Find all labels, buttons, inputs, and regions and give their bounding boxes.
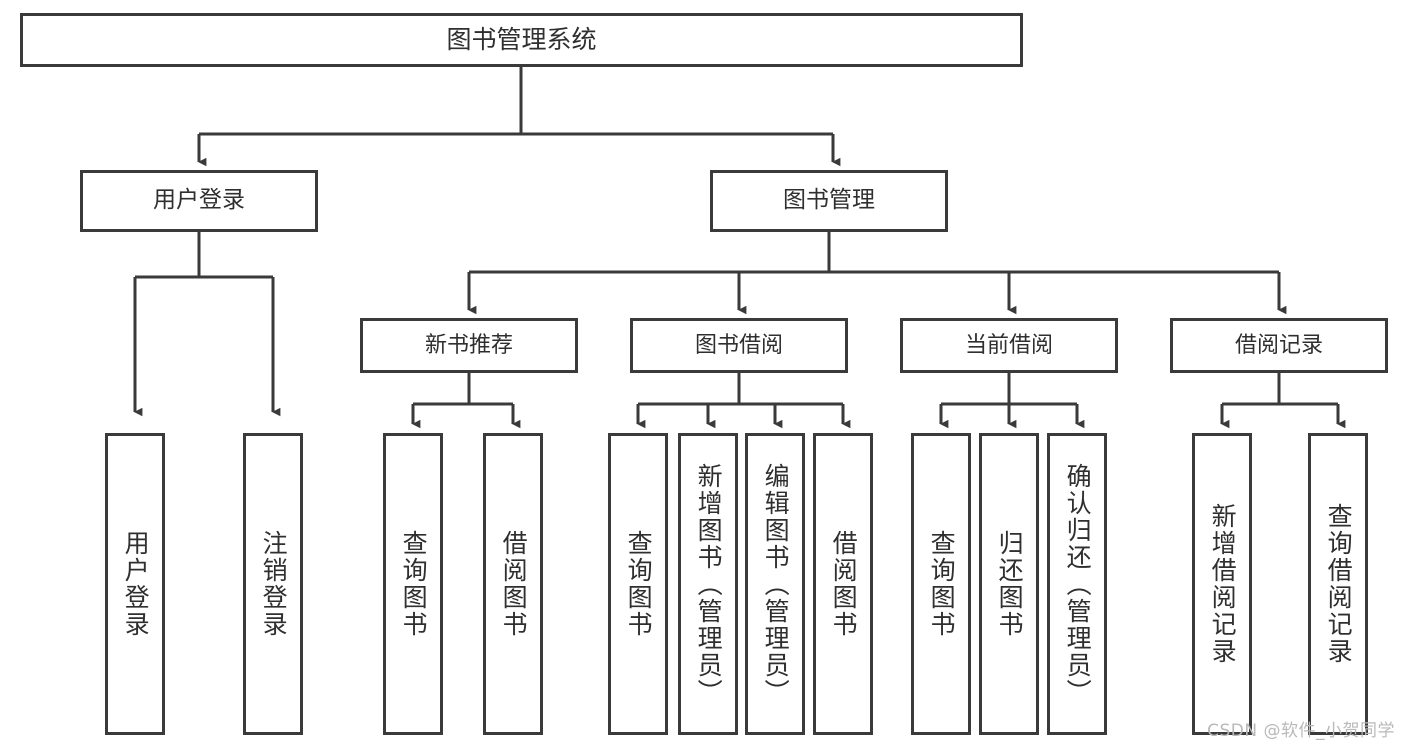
node-leaf-add-record-label: 新增借阅记录 [1208, 503, 1238, 665]
node-leaf-query-book-2[interactable]: 查询图书 [608, 433, 668, 735]
node-leaf-add-book-label: 新增图书（管理员） [694, 462, 724, 706]
node-leaf-add-book[interactable]: 新增图书（管理员） [678, 433, 738, 735]
node-leaf-query-record-label: 查询借阅记录 [1324, 503, 1354, 665]
node-leaf-logout-login[interactable]: 注销登录 [243, 433, 303, 735]
node-leaf-query-book-1-label: 查询图书 [399, 530, 429, 638]
node-book-management[interactable]: 图书管理 [710, 170, 948, 232]
node-leaf-query-book-3-label: 查询图书 [927, 530, 957, 638]
node-leaf-query-book-2-label: 查询图书 [624, 530, 654, 638]
node-new-book-recommend-label: 新书推荐 [424, 332, 513, 358]
node-leaf-logout-login-label: 注销登录 [259, 530, 289, 638]
node-leaf-query-record[interactable]: 查询借阅记录 [1308, 433, 1368, 735]
node-borrow-record-label: 借阅记录 [1234, 332, 1323, 358]
node-new-book-recommend[interactable]: 新书推荐 [360, 318, 578, 373]
node-root-label: 图书管理系统 [446, 25, 597, 55]
node-root[interactable]: 图书管理系统 [20, 13, 1023, 67]
node-current-borrow[interactable]: 当前借阅 [900, 318, 1118, 373]
node-leaf-borrow-book-2-label: 借阅图书 [829, 530, 859, 638]
node-leaf-query-book-3[interactable]: 查询图书 [911, 433, 971, 735]
node-leaf-return-book-label: 归还图书 [995, 530, 1025, 638]
node-borrow-record[interactable]: 借阅记录 [1170, 318, 1388, 373]
node-user-login[interactable]: 用户登录 [80, 170, 318, 232]
node-leaf-query-book-1[interactable]: 查询图书 [383, 433, 443, 735]
node-leaf-return-book[interactable]: 归还图书 [979, 433, 1039, 735]
node-leaf-edit-book[interactable]: 编辑图书（管理员） [745, 433, 805, 735]
node-leaf-confirm-return-label: 确认归还（管理员） [1063, 462, 1093, 706]
node-leaf-borrow-book-2[interactable]: 借阅图书 [813, 433, 873, 735]
node-leaf-borrow-book-1[interactable]: 借阅图书 [483, 433, 543, 735]
node-leaf-confirm-return[interactable]: 确认归还（管理员） [1047, 433, 1107, 735]
node-user-login-label: 用户登录 [153, 187, 245, 214]
node-book-management-label: 图书管理 [783, 187, 875, 214]
node-leaf-user-login-label: 用户登录 [121, 530, 151, 638]
node-leaf-add-record[interactable]: 新增借阅记录 [1192, 433, 1252, 735]
node-book-borrow-label: 图书借阅 [694, 332, 783, 358]
watermark: CSDN @软件_小贺同学 [1207, 721, 1395, 741]
node-leaf-edit-book-label: 编辑图书（管理员） [761, 462, 791, 706]
node-leaf-borrow-book-1-label: 借阅图书 [499, 530, 529, 638]
node-leaf-user-login[interactable]: 用户登录 [105, 433, 165, 735]
node-current-borrow-label: 当前借阅 [964, 332, 1053, 358]
node-book-borrow[interactable]: 图书借阅 [630, 318, 848, 373]
